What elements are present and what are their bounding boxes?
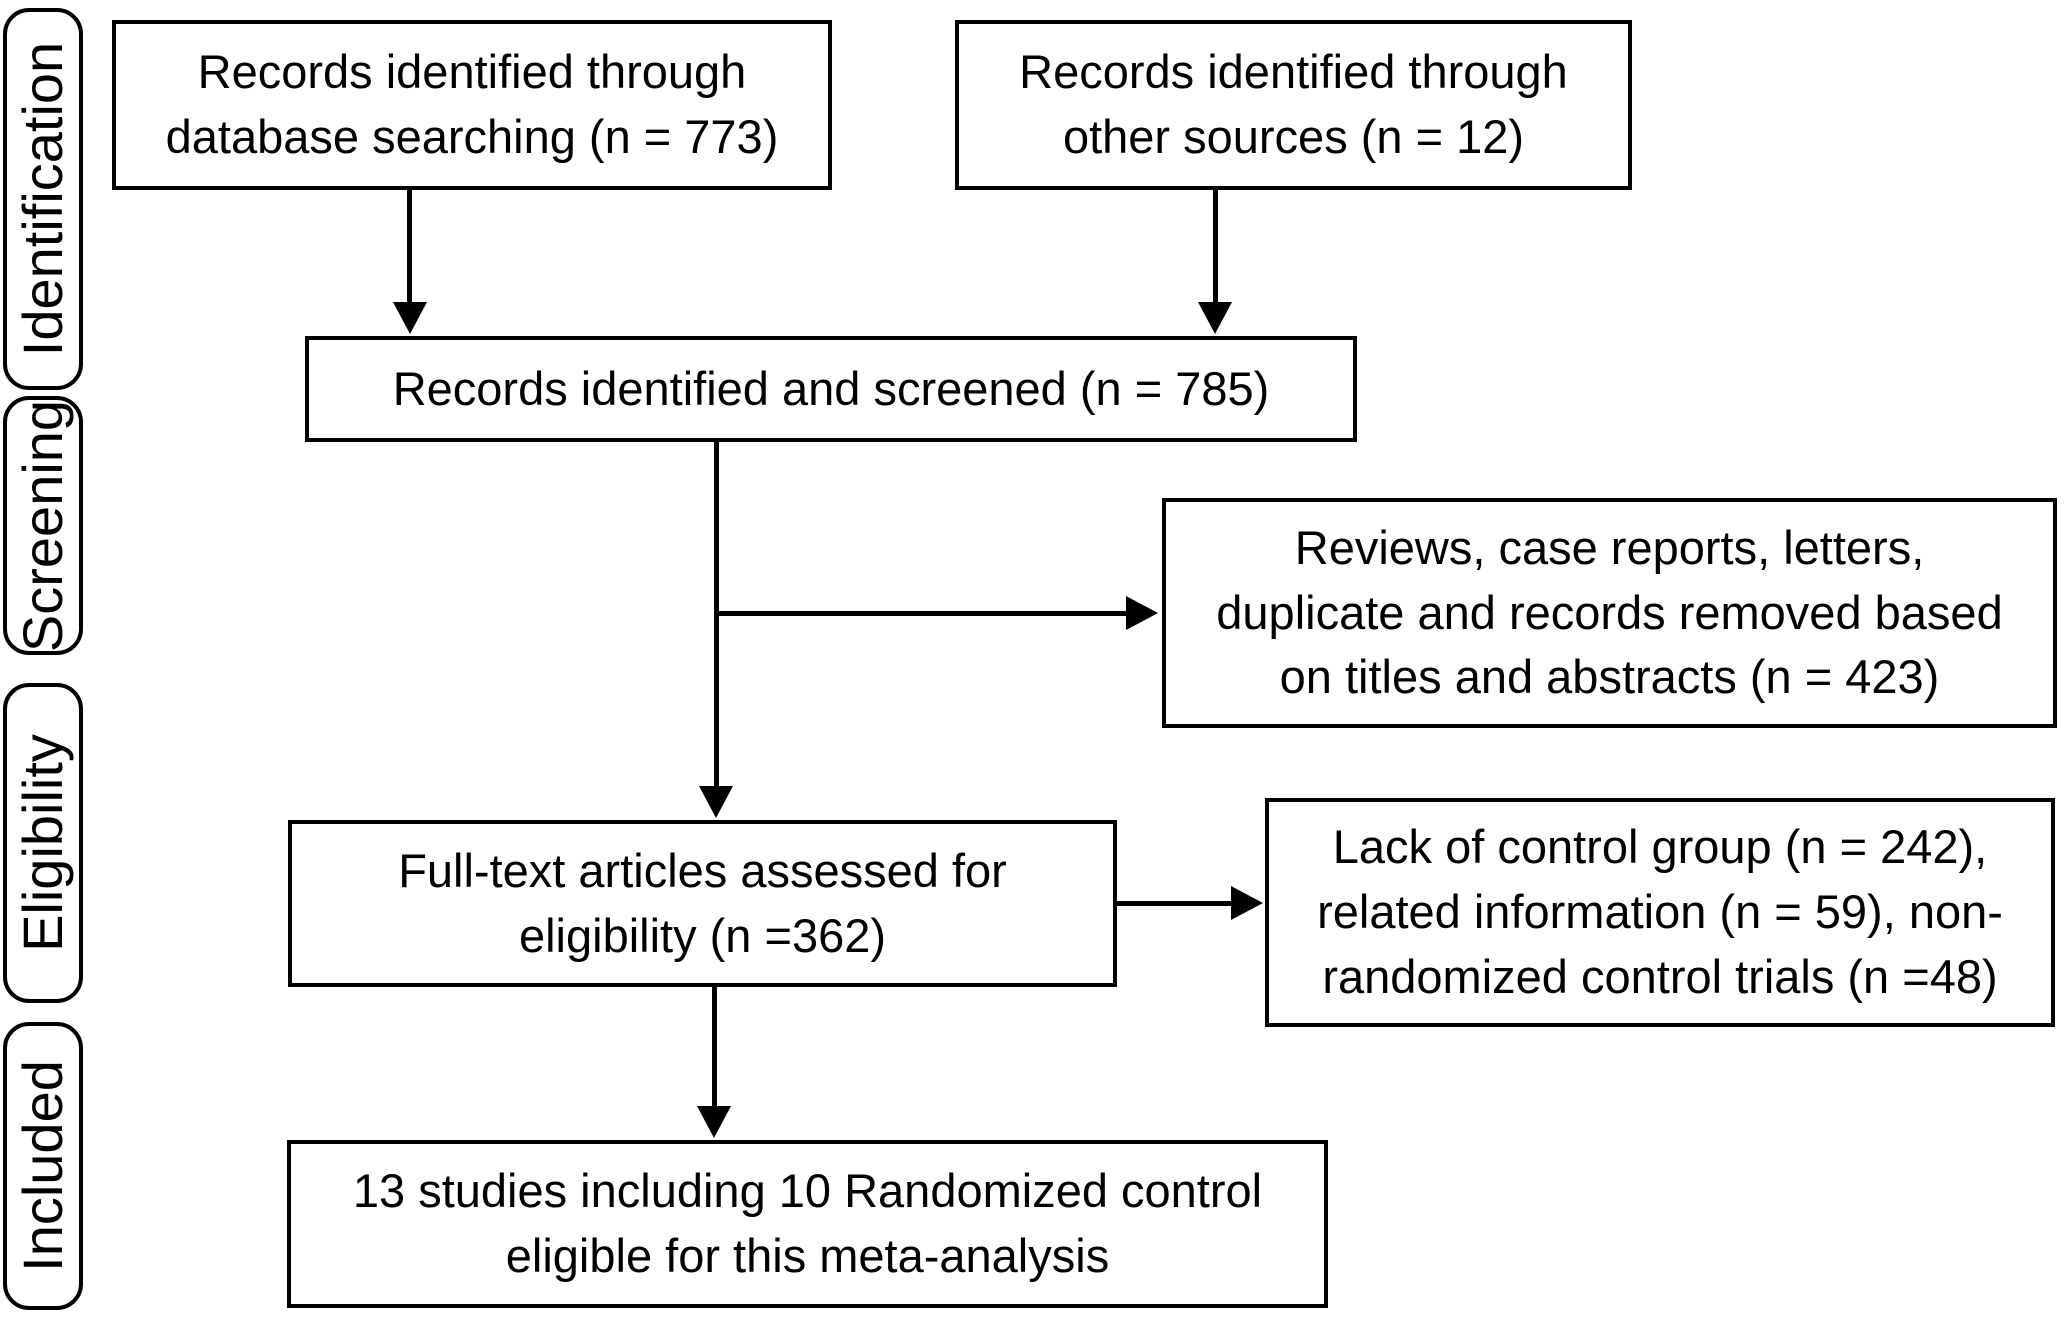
arrow-database-to-screened-line (407, 190, 412, 304)
stage-screening: Screening (3, 396, 83, 655)
arrow-fulltext-to-included-head-icon (697, 1106, 731, 1138)
node-records-screened: Records identified and screened (n = 785… (305, 336, 1357, 442)
stage-identification-label: Identification (11, 41, 74, 357)
stage-screening-label: Screening (11, 399, 75, 652)
node-records-other-sources: Records identified through other sources… (955, 20, 1632, 190)
arrow-fulltext-to-included-line (712, 987, 717, 1108)
arrow-other-to-screened-line (1213, 190, 1218, 304)
stage-eligibility: Eligibility (3, 683, 83, 1003)
arrow-other-to-screened-head-icon (1198, 302, 1232, 334)
arrow-screened-to-fulltext-head-icon (699, 786, 733, 818)
arrow-fulltext-to-excluded-line (1117, 901, 1233, 906)
arrow-fulltext-to-excluded-head-icon (1231, 886, 1263, 920)
stage-identification: Identification (3, 8, 83, 390)
stage-included-label: Included (11, 1060, 75, 1272)
node-fulltext-excluded: Lack of control group (n = 242), related… (1265, 798, 2055, 1027)
arrow-database-to-screened-head-icon (393, 302, 427, 334)
arrow-screened-to-excluded-line (716, 611, 1128, 616)
stage-eligibility-label: Eligibility (11, 734, 75, 952)
arrow-screened-to-excluded-head-icon (1126, 596, 1158, 630)
node-fulltext-assessed: Full-text articles assessed for eligibil… (288, 820, 1117, 987)
node-records-excluded: Reviews, case reports, letters, duplicat… (1162, 498, 2057, 728)
stage-included: Included (3, 1022, 83, 1310)
node-records-database: Records identified through database sear… (112, 20, 832, 190)
node-included-studies: 13 studies including 10 Randomized contr… (287, 1140, 1328, 1308)
